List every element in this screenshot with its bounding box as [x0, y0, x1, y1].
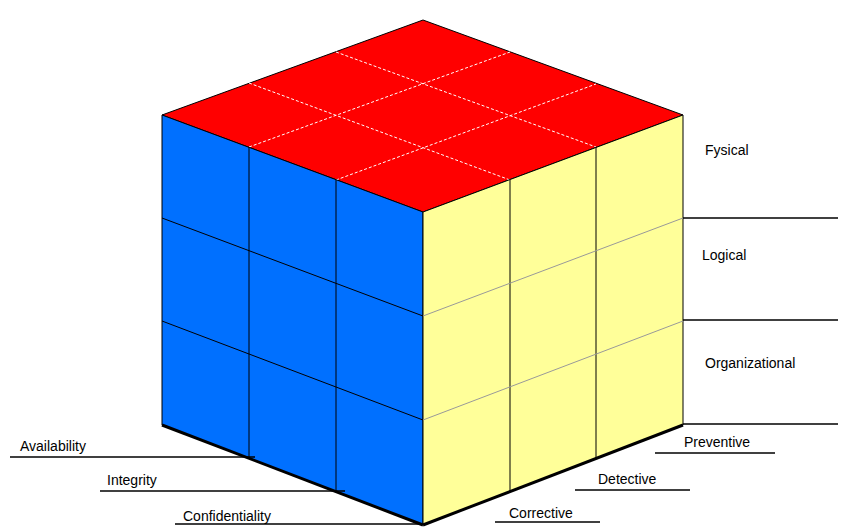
- depth-label: Confidentiality: [183, 508, 271, 524]
- cube-right-face: [423, 115, 683, 525]
- depth-label: Availability: [20, 438, 86, 454]
- row-divider-lines: [683, 218, 838, 424]
- right-grid-rows: [423, 218, 683, 420]
- top-grid: [249, 52, 596, 180]
- right-grid: [510, 147, 596, 492]
- depth-label: Integrity: [107, 472, 157, 488]
- row-label: Logical: [702, 247, 746, 263]
- cube-left-face: [162, 115, 423, 525]
- depth-lines: [10, 457, 420, 524]
- row-label: Fysical: [705, 142, 749, 158]
- column-label: Corrective: [509, 505, 573, 521]
- column-label: Detective: [598, 471, 656, 487]
- column-label: Preventive: [684, 434, 750, 450]
- column-lines: [495, 453, 775, 522]
- row-label: Organizational: [705, 355, 795, 371]
- cube-bottom-edges: [162, 425, 683, 525]
